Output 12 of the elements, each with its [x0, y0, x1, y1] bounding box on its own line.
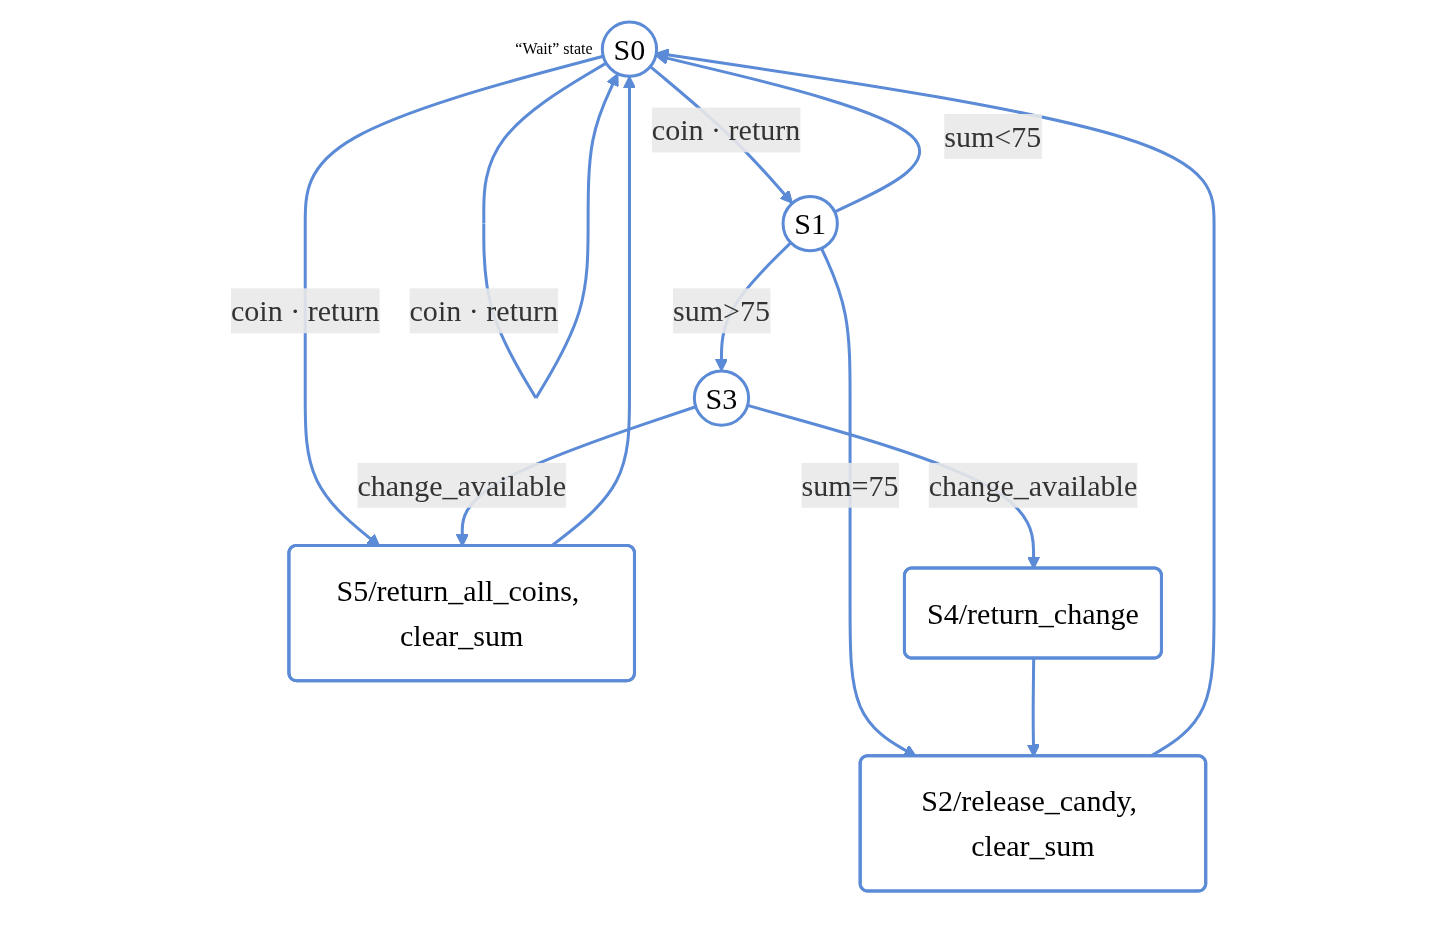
edge-label: coin · return	[651, 113, 801, 147]
edge-label: sum>75	[672, 294, 771, 328]
edge-label: sum<75	[944, 119, 1042, 153]
edge-label: coin · return	[409, 294, 559, 328]
node-circle: S1	[781, 195, 839, 253]
edge-label: change_available	[928, 468, 1138, 502]
node-circle: S0	[600, 20, 659, 78]
edge-label: change_available	[357, 468, 566, 502]
edge-label: sum=75	[801, 468, 899, 502]
edge-label: coin · return	[230, 294, 380, 328]
state-caption: “Wait” state	[515, 40, 593, 59]
node-circle: S3	[692, 369, 751, 427]
